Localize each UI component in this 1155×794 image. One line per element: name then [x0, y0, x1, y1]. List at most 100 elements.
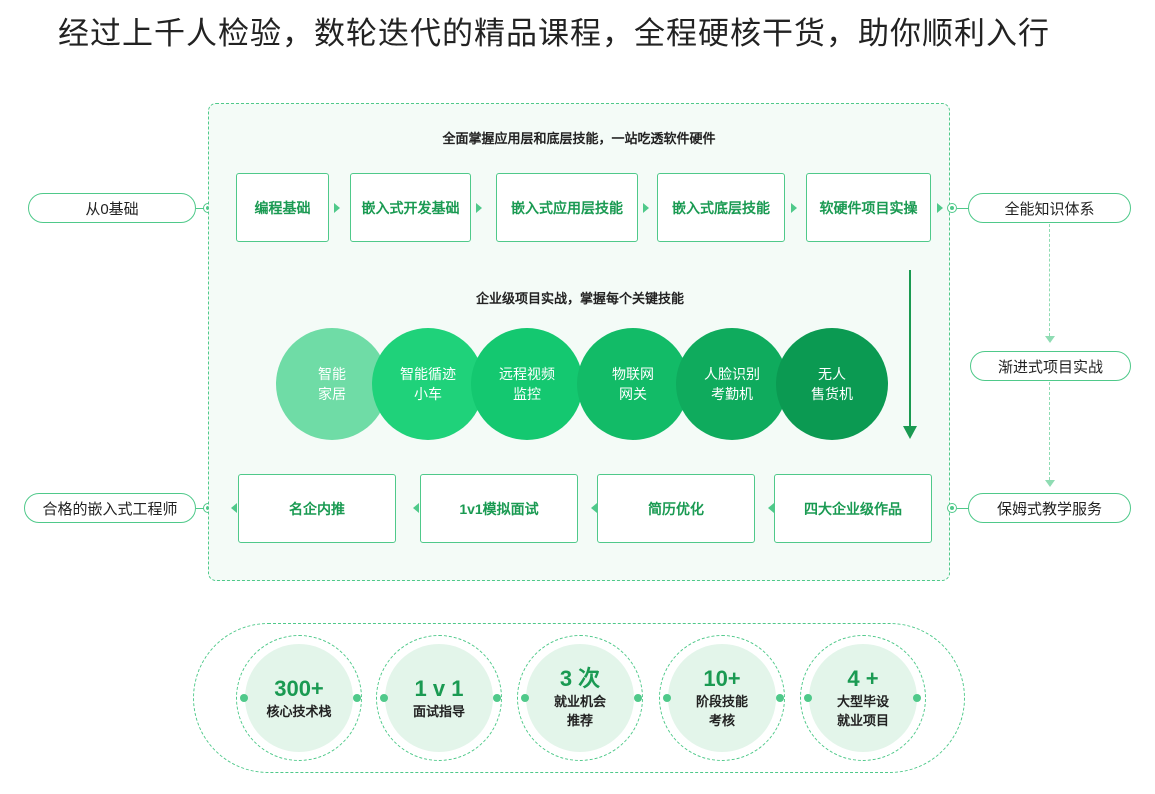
stat-dot-icon	[380, 694, 388, 702]
step-embedded-basics: 嵌入式开发基础	[350, 173, 471, 242]
teaching-service-pill: 保姆式教学服务	[968, 493, 1131, 523]
stat-dot-icon	[240, 694, 248, 702]
stat-interview: 1 v 1 面试指导	[376, 635, 502, 761]
stats-panel	[193, 623, 965, 773]
stat-dot-icon	[776, 694, 784, 702]
stat-fill: 4 + 大型毕设 就业项目	[809, 644, 917, 752]
knowledge-system-label: 全能知识体系	[1004, 200, 1095, 218]
page-headline: 经过上千人检验，数轮迭代的精品课程，全程硬核干货，助你顺利入行	[58, 16, 1050, 51]
stat-fill: 3 次 就业机会 推荐	[526, 644, 634, 752]
project-line1: 物联网	[612, 366, 654, 382]
flow-down-line	[909, 270, 911, 428]
stat-job-referral: 3 次 就业机会 推荐	[517, 635, 643, 761]
progressive-practice-pill: 渐进式项目实战	[970, 351, 1131, 381]
project-line1: 智能	[318, 366, 346, 382]
project-line2: 小车	[414, 386, 442, 402]
progressive-practice-label: 渐进式项目实战	[997, 358, 1103, 376]
start-label: 从0基础	[85, 200, 139, 218]
stat-capstone-projects: 4 + 大型毕设 就业项目	[800, 635, 926, 761]
stat-dot-icon	[493, 694, 501, 702]
project-line1: 远程视频	[499, 366, 555, 382]
step-label: 1v1模拟面试	[459, 500, 539, 517]
right-bottom-connector	[957, 508, 969, 509]
stat-ring	[376, 635, 502, 761]
project-tracking-car: 智能循迹 小车	[372, 328, 484, 440]
step-programming-basics: 编程基础	[236, 173, 329, 242]
project-smart-home: 智能 家居	[276, 328, 388, 440]
right-flow-line-1	[1049, 224, 1050, 336]
stat-number: 300+	[274, 675, 324, 701]
stat-number: 10+	[703, 666, 741, 691]
stat-label: 就业机会	[553, 694, 606, 709]
project-line2: 网关	[619, 386, 647, 402]
step-hw-sw-practice: 软硬件项目实操	[806, 173, 931, 242]
stat-number: 3 次	[559, 666, 601, 691]
step-label: 四大企业级作品	[804, 500, 902, 517]
stat-label: 推荐	[566, 713, 593, 728]
stat-dot-icon	[521, 694, 529, 702]
stat-label: 面试指导	[412, 703, 465, 719]
chevron-left-icon	[768, 503, 774, 513]
end-connector	[196, 508, 208, 509]
stat-dot-icon	[913, 694, 921, 702]
stat-dot-icon	[663, 694, 671, 702]
stat-label: 就业项目	[836, 713, 889, 728]
chevron-right-icon	[334, 203, 340, 213]
flow-down-arrow-icon	[903, 426, 917, 439]
step-referral: 名企内推	[238, 474, 396, 543]
right-top-connector	[957, 208, 969, 209]
stat-label: 考核	[708, 713, 735, 728]
step-portfolio: 四大企业级作品	[774, 474, 932, 543]
step-low-level: 嵌入式底层技能	[657, 173, 785, 242]
stat-label: 大型毕设	[836, 694, 889, 709]
end-pill: 合格的嵌入式工程师	[24, 493, 196, 523]
stat-fill: 1 v 1 面试指导	[385, 644, 493, 752]
right-top-dot-icon	[947, 203, 957, 213]
stat-ring	[800, 635, 926, 761]
end-label: 合格的嵌入式工程师	[42, 500, 178, 518]
right-bottom-dot-icon	[947, 503, 957, 513]
chevron-right-icon	[791, 203, 797, 213]
chevron-right-icon	[937, 203, 943, 213]
knowledge-system-pill: 全能知识体系	[968, 193, 1131, 223]
stat-number: 1 v 1	[414, 675, 464, 701]
step-resume: 简历优化	[597, 474, 755, 543]
stat-label: 核心技术栈	[266, 703, 332, 719]
chevron-right-icon	[476, 203, 482, 213]
start-connector	[196, 208, 208, 209]
step-label: 嵌入式开发基础	[361, 199, 460, 216]
section1-title: 全面掌握应用层和底层技能，一站吃透软件硬件	[442, 131, 716, 146]
project-line1: 智能循迹	[400, 366, 456, 382]
project-line1: 人脸识别	[704, 366, 760, 382]
stat-dot-icon	[804, 694, 812, 702]
section2-title: 企业级项目实战，掌握每个关键技能	[475, 291, 684, 306]
stat-number: 4 +	[847, 666, 879, 691]
project-line2: 考勤机	[711, 386, 753, 402]
teaching-service-label: 保姆式教学服务	[996, 500, 1102, 518]
stat-dot-icon	[634, 694, 642, 702]
stat-fill: 10+ 阶段技能 考核	[668, 644, 776, 752]
chevron-right-icon	[643, 203, 649, 213]
step-mock-interview: 1v1模拟面试	[420, 474, 578, 543]
step-label: 软硬件项目实操	[819, 199, 918, 216]
project-face-attendance: 人脸识别 考勤机	[676, 328, 788, 440]
stat-dot-icon	[353, 694, 361, 702]
right-flow-line-2	[1049, 382, 1050, 480]
step-label: 编程基础	[254, 199, 311, 216]
stat-ring	[517, 635, 643, 761]
start-pill: 从0基础	[28, 193, 196, 223]
step-label: 简历优化	[648, 500, 704, 517]
stat-skill-assessment: 10+ 阶段技能 考核	[659, 635, 785, 761]
stat-fill: 300+ 核心技术栈	[245, 644, 353, 752]
step-label: 嵌入式底层技能	[672, 199, 770, 216]
stat-ring	[659, 635, 785, 761]
chevron-left-icon	[413, 503, 419, 513]
stat-tech-stack: 300+ 核心技术栈	[236, 635, 362, 761]
arrow-down-icon	[1045, 336, 1055, 343]
project-vending-machine: 无人 售货机	[776, 328, 888, 440]
arrow-down-icon	[1045, 480, 1055, 487]
stat-label: 阶段技能	[695, 694, 748, 709]
step-label: 名企内推	[289, 500, 345, 517]
project-line2: 监控	[513, 386, 541, 402]
project-iot-gateway: 物联网 网关	[577, 328, 689, 440]
